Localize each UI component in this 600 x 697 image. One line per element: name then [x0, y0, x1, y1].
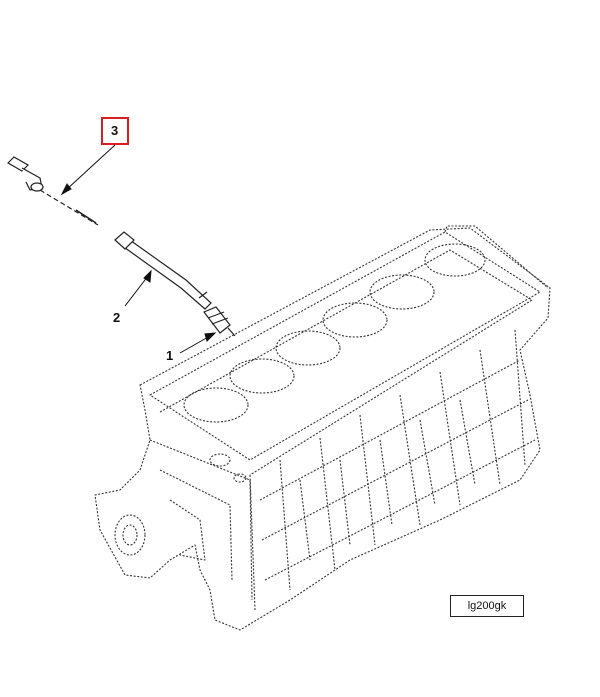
- cylinder-bore-3: [275, 330, 341, 366]
- leader-line-1: [179, 335, 211, 354]
- cylinder-bore-4: [322, 302, 388, 338]
- dipstick-tube: [120, 237, 212, 310]
- cylinder-bore-5: [369, 274, 435, 310]
- callout-3-label: 3: [111, 123, 119, 138]
- cylinder-head-deck: [149, 231, 541, 461]
- cylinder-bore-6: [424, 243, 486, 277]
- callout-highlight-box: [101, 117, 129, 145]
- leader-line-2: [124, 275, 149, 307]
- cylinder-bore-2: [229, 358, 295, 394]
- engine-block-outline: [94, 227, 551, 631]
- dipstick-blade: [39, 189, 99, 226]
- dipstick-handle: [7, 156, 29, 172]
- leader-line-3: [65, 144, 116, 191]
- figure-id-box: lg200gk: [450, 595, 524, 617]
- callout-2-label: 2: [113, 310, 121, 325]
- callout-1-label: 1: [166, 348, 174, 363]
- cylinder-bore-1: [183, 387, 249, 423]
- figure-id-label: lg200gk: [467, 600, 507, 612]
- tube-fitting: [203, 306, 231, 334]
